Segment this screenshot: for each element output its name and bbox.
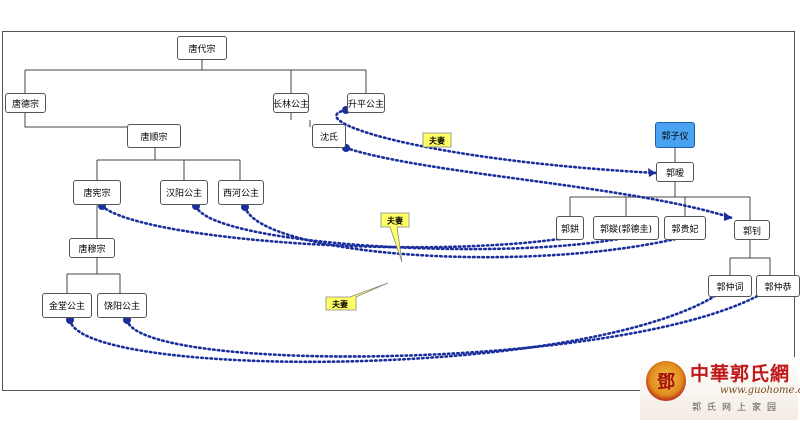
node-shenshi: 沈氏 bbox=[312, 124, 346, 148]
logo-subtitle: 郭氏网上家园 bbox=[692, 403, 783, 413]
node-guozhao: 郭钊 bbox=[734, 220, 770, 240]
node-guozhongci: 郭仲词 bbox=[708, 275, 752, 297]
node-jintang: 金堂公主 bbox=[42, 293, 92, 318]
logo-title: 中華郭氏網 bbox=[690, 363, 791, 385]
logo-url: www.guohome.org bbox=[720, 385, 800, 396]
callout-2-text: 夫妻 bbox=[386, 216, 403, 226]
tree-lines bbox=[24, 60, 771, 293]
node-raoyang: 饶阳公主 bbox=[97, 293, 147, 318]
node-guokuo: 郭鉷 bbox=[556, 216, 584, 240]
node-tangxianzong: 唐宪宗 bbox=[73, 180, 121, 205]
node-guoxing: 郭鏦(郭德圭) bbox=[593, 216, 659, 240]
node-tangmuzong: 唐穆宗 bbox=[69, 238, 115, 258]
node-shengping: 升平公主 bbox=[347, 93, 385, 113]
seal-icon: 鄧 bbox=[646, 361, 686, 401]
callout-3-text: 夫妻 bbox=[331, 299, 348, 309]
node-guoguifei: 郭贵妃 bbox=[664, 216, 706, 240]
node-tangdezong: 唐德宗 bbox=[5, 93, 46, 113]
site-logo: 鄧 中華郭氏網 www.guohome.org 郭氏网上家园 bbox=[640, 357, 800, 420]
node-xihe: 西河公主 bbox=[218, 180, 264, 205]
node-guozhonggong: 郭仲恭 bbox=[756, 275, 800, 297]
node-guoziyi: 郭子仪 bbox=[655, 122, 695, 148]
callout-2: 夫妻 bbox=[380, 212, 410, 263]
spouse-links bbox=[68, 108, 770, 364]
seal-glyph: 鄧 bbox=[657, 372, 675, 393]
callout-3: 夫妻 bbox=[325, 282, 389, 311]
node-guoai: 郭暧 bbox=[656, 162, 694, 182]
node-hanyang: 汉阳公主 bbox=[160, 180, 208, 205]
callout-1: 夫妻 bbox=[422, 132, 452, 148]
node-tangdaizong: 唐代宗 bbox=[177, 36, 227, 60]
callout-1-text: 夫妻 bbox=[428, 136, 445, 146]
node-changlin: 长林公主 bbox=[273, 93, 309, 113]
diagram-frame bbox=[2, 31, 795, 391]
node-tangshunzong: 唐顺宗 bbox=[127, 124, 181, 148]
link-endpoints bbox=[66, 106, 350, 324]
